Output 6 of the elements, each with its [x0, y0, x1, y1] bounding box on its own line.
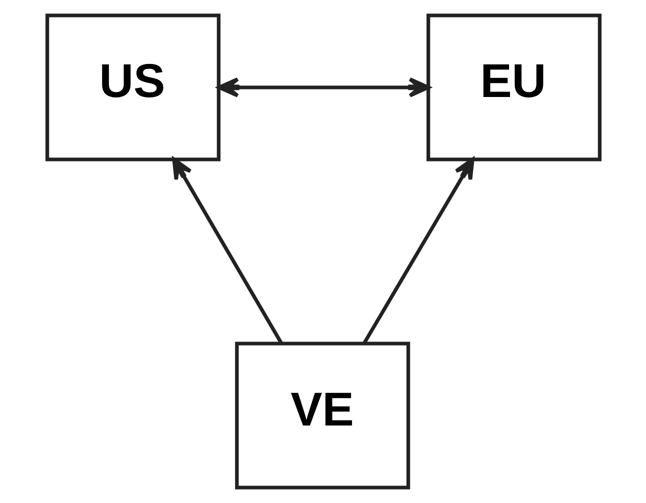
arrow [216, 77, 430, 98]
node-box: US [44, 14, 220, 162]
node-box: VE [234, 342, 410, 490]
arrow [362, 158, 474, 344]
arrow [172, 158, 283, 344]
node-box: EU [426, 14, 602, 162]
